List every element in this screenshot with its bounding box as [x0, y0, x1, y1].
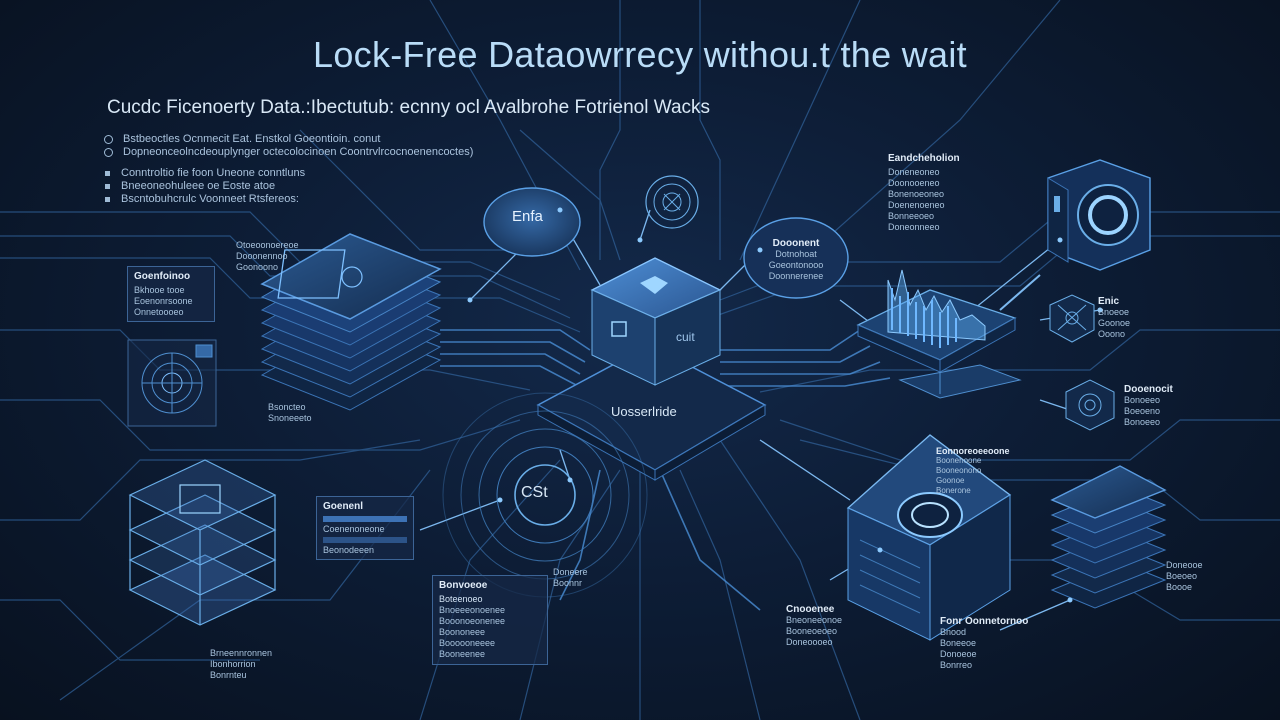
cube-face-text: Eonnoreoeeoone Boonenoone Booneonono Goo…	[936, 446, 1010, 495]
chart-platform	[856, 269, 1022, 399]
bullet-item: Conntroltio fie foon Uneone conntluns	[104, 167, 473, 180]
lower-ring-label: CSt	[521, 484, 548, 501]
stack-caption-top: Otoeoonoereoe Dooonennoo Goonoono	[236, 240, 299, 272]
top-bubble	[483, 187, 581, 257]
circuit-traces-bright	[440, 329, 891, 611]
hex-top-caption: Enic Bnoeoe Goonoe Ooono	[1098, 296, 1131, 339]
progress-bar	[323, 537, 407, 543]
cube-caption: Fonr Oonnetornoo Bnood Boneeoe Donoeoe B…	[940, 616, 1029, 670]
right-bubble-text: Dooonent Dotnohoat Goeontonooo Doonneren…	[768, 238, 824, 281]
target-icon	[645, 175, 699, 229]
square-bullet-icon	[105, 171, 110, 176]
square-bullet-icon	[105, 197, 110, 202]
info-panel-left: Goenfoinoo Bkhooe tooe Eoenonrsoone Onne…	[127, 266, 215, 322]
bullet-list: Bstbeoctles Ocnmecit Eat. Enstkol Goeont…	[104, 133, 473, 206]
circle-bullet-icon	[104, 148, 113, 157]
diagram-title: Lock-Free Dataowrrecy withou.t the wait	[313, 34, 967, 75]
hex-mid-caption: Dooenocit Bonoeeo Boeoeno Bonoeeo	[1124, 384, 1173, 427]
info-panel-center-bottom: Bonvoeoe Boteenoeo Bnoeeeonoenee Booonoe…	[432, 575, 548, 665]
hex-icon-mid	[1065, 379, 1115, 431]
small-caption: Cnooenee Bneoneeonoe Booneoeoeo Doneoooe…	[786, 604, 843, 647]
bullet-item: Bstbeoctles Ocnmecit Eat. Enstkol Goeont…	[104, 133, 473, 146]
bullet-item: Bscntobuhcrulc Voonneet Rtsfereos:	[104, 193, 473, 206]
core-block-side-label: cuit	[676, 330, 695, 344]
bullet-item: Bneeoneohuleee oe Eoste atoe	[104, 180, 473, 193]
bullet-item: Dopneonceolncdeouplynger octecolocinoen …	[104, 146, 473, 159]
diagram-subtitle: Cucdc Ficenoerty Data.:Ibectutub: ecnny …	[107, 97, 711, 118]
server-stack-caption: Doneooe Boeoeo Boooe	[1166, 560, 1203, 592]
progress-bar	[323, 516, 407, 522]
node-dots	[467, 207, 1103, 603]
center-bottom-tag: Doneere Boonnr	[553, 567, 588, 588]
glass-stack-left	[128, 459, 277, 626]
stack-caption-mid: Bsoncteo Snoneeeto	[268, 402, 312, 423]
lens-device	[1047, 159, 1151, 271]
hex-icon-top	[1049, 294, 1095, 343]
circle-bullet-icon	[104, 135, 113, 144]
square-bullet-icon	[105, 184, 110, 189]
server-stack-right	[1050, 465, 1167, 609]
glow-cube	[846, 434, 1012, 641]
glass-stack-caption: Brneennronnen Ibonhorrion Bonrnteu	[210, 648, 273, 680]
core-cube	[590, 257, 722, 386]
right-bubble	[743, 217, 849, 299]
radar-panel	[127, 339, 217, 427]
info-panel-center-left: Goenenl Coenenoneone Beonodeeen	[316, 496, 414, 560]
layered-stack-left	[260, 233, 442, 411]
top-bubble-label: Enfa	[512, 208, 543, 225]
chart-caption: Eandcheholion Doneneoneo Doonooeneo Bone…	[888, 153, 960, 232]
core-label: Uosserlride	[611, 404, 677, 419]
